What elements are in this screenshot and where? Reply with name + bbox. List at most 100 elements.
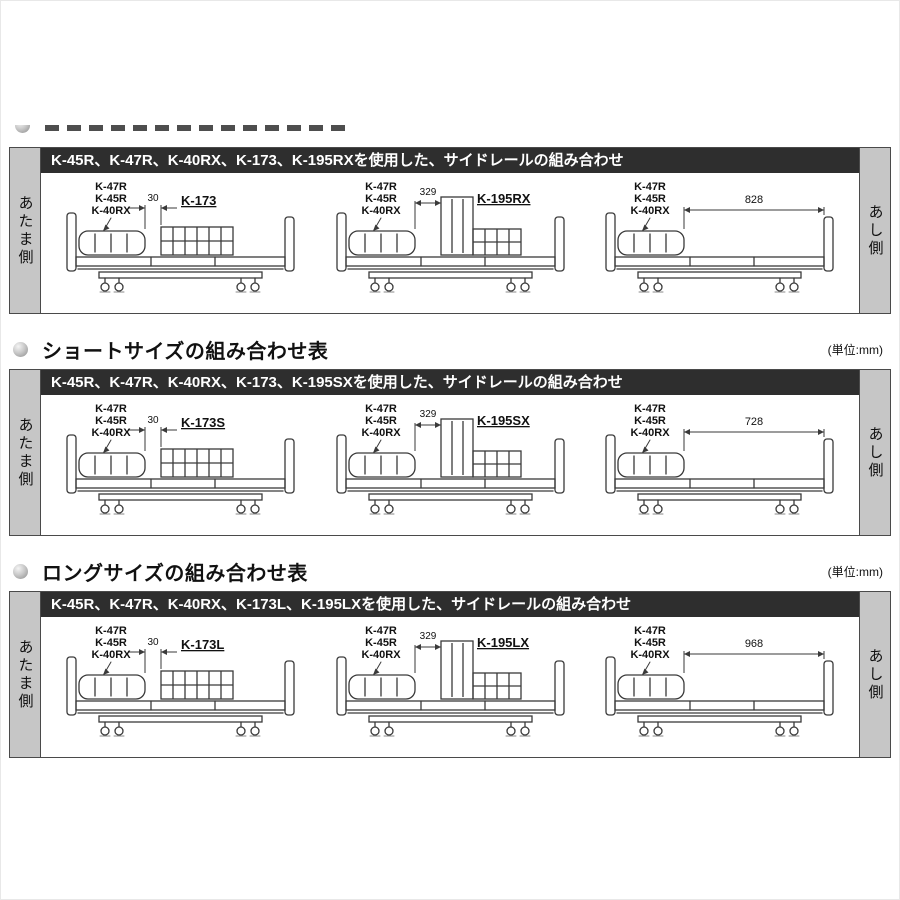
diagram-cell: K-47R K-45R K-40RX 30 K-173 <box>53 177 308 309</box>
rail-label: K-45R <box>95 415 127 427</box>
head-side-label: あたま側 <box>16 194 34 267</box>
product-label: K-173 <box>181 193 216 208</box>
panel-short: あたま側 K-45R、K-47R、K-40RX、K-173、K-195SXを使用… <box>9 369 891 536</box>
dimension-label: 728 <box>745 416 763 428</box>
foot-side-strip: あし側 <box>860 370 890 535</box>
dimension-lines <box>683 206 825 230</box>
foot-side-strip: あし側 <box>860 592 890 757</box>
dimension-label: 329 <box>419 631 436 642</box>
rail-label: K-47R <box>365 403 397 415</box>
mid-rail-art <box>160 670 234 700</box>
head-side-strip: あたま側 <box>10 148 40 313</box>
product-label: K-195LX <box>477 635 529 650</box>
bed-diagram-k173s: K-47R K-45R K-40RX 30 K-173S <box>66 403 295 515</box>
bed-diagram-k195: K-47R K-45R K-40RX 329 K-195RX <box>335 181 565 293</box>
bed-diagram-open: K-47R K-45R K-40RX 828 <box>605 181 834 293</box>
rail-label: K-40RX <box>361 427 401 439</box>
dimension-label: 828 <box>745 194 763 206</box>
product-label: K-195SX <box>477 413 530 428</box>
panel-long: あたま側 K-45R、K-47R、K-40RX、K-173L、K-195LXを使… <box>9 591 891 758</box>
rail-label: K-40RX <box>91 205 131 217</box>
dimension-lines <box>683 650 825 674</box>
diagram-cell: K-47R K-45R K-40RX 329 K-195RX <box>323 177 578 309</box>
dimension-lines <box>128 426 178 452</box>
rail-label: K-40RX <box>630 205 670 217</box>
rail-label: K-47R <box>365 181 397 193</box>
bed-chassis-art <box>66 212 295 293</box>
rail-label: K-40RX <box>361 649 401 661</box>
foot-side-label: あし側 <box>866 647 884 702</box>
rail-label: K-45R <box>365 415 397 427</box>
foot-side-label: あし側 <box>866 425 884 480</box>
section-title: ショートサイズの組み合わせ表 <box>42 340 329 363</box>
dimension-label: 30 <box>147 193 159 204</box>
bed-diagram-open: K-47R K-45R K-40RX 968 <box>605 625 834 737</box>
rail-label: K-40RX <box>361 205 401 217</box>
rail-label: K-45R <box>634 193 666 205</box>
rail-label: K-47R <box>95 403 127 415</box>
rail-label: K-47R <box>634 625 666 637</box>
section-bullet-icon <box>13 563 28 579</box>
rail-label: K-45R <box>634 637 666 649</box>
dimension-lines <box>128 204 178 230</box>
dimension-lines <box>128 648 178 674</box>
rail-label: K-47R <box>634 403 666 415</box>
rail-label: K-47R <box>634 181 666 193</box>
foot-side-strip: あし側 <box>860 148 890 313</box>
rail-label: K-45R <box>365 637 397 649</box>
dimension-lines <box>414 199 441 230</box>
dimension-label: 30 <box>147 637 159 648</box>
bed-chassis-art <box>605 212 834 293</box>
section-heading-short: ショートサイズの組み合わせ表 (単位:mm) <box>13 336 887 363</box>
panel-body: K-47R K-45R K-40RX 30 K-173 K-47R K-45R <box>41 173 859 313</box>
unit-note: (単位:mm) <box>827 564 883 579</box>
product-label: K-173S <box>181 415 225 430</box>
diagram-cell: K-47R K-45R K-40RX 30 K-173L <box>53 621 308 753</box>
panel-header-bar: K-45R、K-47R、K-40RX、K-173L、K-195LXを使用した、サ… <box>41 592 859 617</box>
bed-diagram-k173: K-47R K-45R K-40RX 30 K-173 <box>66 181 295 293</box>
diagram-cell: K-47R K-45R K-40RX 728 <box>592 399 847 531</box>
panel-body: K-47R K-45R K-40RX 30 K-173L K-47R K-45R <box>41 617 859 757</box>
rail-label: K-47R <box>95 181 127 193</box>
section-heading-long: ロングサイズの組み合わせ表 (単位:mm) <box>13 558 887 585</box>
diagram-cell: K-47R K-45R K-40RX 968 <box>592 621 847 753</box>
dimension-label: 968 <box>745 638 763 650</box>
head-side-strip: あたま側 <box>10 370 40 535</box>
bed-chassis-art <box>605 434 834 515</box>
rail-label: K-45R <box>95 193 127 205</box>
dimension-label: 329 <box>419 409 436 420</box>
head-side-label: あたま側 <box>16 416 34 489</box>
rail-label: K-45R <box>634 415 666 427</box>
diagram-cell: K-47R K-45R K-40RX 30 K-173S <box>53 399 308 531</box>
dimension-lines <box>414 643 441 674</box>
mid-rail-art <box>160 448 234 478</box>
rail-label: K-40RX <box>630 427 670 439</box>
rail-label: K-45R <box>365 193 397 205</box>
rail-label: K-40RX <box>630 649 670 661</box>
dimension-lines <box>683 428 825 452</box>
bed-chassis-art <box>66 434 295 515</box>
panel-header-bar: K-45R、K-47R、K-40RX、K-173、K-195RXを使用した、サイ… <box>41 148 859 173</box>
section-bullet-icon <box>15 125 30 133</box>
rail-label: K-47R <box>95 625 127 637</box>
panel-body: K-47R K-45R K-40RX 30 K-173S K-47R K-45R <box>41 395 859 535</box>
unit-note: (単位:mm) <box>827 342 883 357</box>
product-label: K-195RX <box>477 191 531 206</box>
section-title: ロングサイズの組み合わせ表 <box>42 562 308 585</box>
rail-label: K-40RX <box>91 649 131 661</box>
cropped-section-heading <box>11 125 889 147</box>
bed-chassis-art <box>335 434 565 515</box>
head-side-label: あたま側 <box>16 638 34 711</box>
product-label: K-173L <box>181 637 224 652</box>
rail-label: K-45R <box>95 637 127 649</box>
panel-main: K-45R、K-47R、K-40RX、K-173L、K-195LXを使用した、サ… <box>40 592 860 757</box>
bed-chassis-art <box>66 656 295 737</box>
dimension-lines <box>414 421 441 452</box>
bed-diagram-k195l: K-47R K-45R K-40RX 329 K-195LX <box>335 625 565 737</box>
mid-rail-art <box>160 226 234 256</box>
section-bullet-icon <box>13 341 28 357</box>
panel-header-bar: K-45R、K-47R、K-40RX、K-173、K-195SXを使用した、サイ… <box>41 370 859 395</box>
bed-chassis-art <box>605 656 834 737</box>
cropped-heading-text <box>45 125 345 131</box>
